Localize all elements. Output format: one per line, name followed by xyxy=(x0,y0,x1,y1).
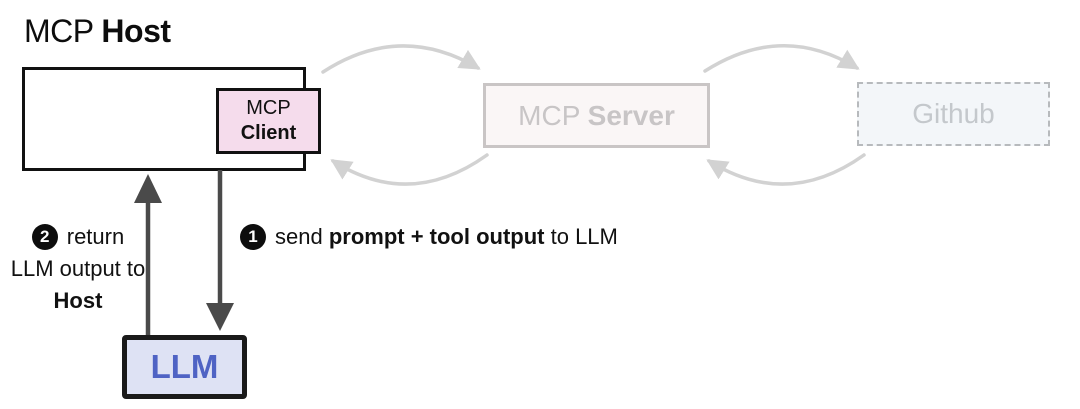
step1-text-pre: send xyxy=(275,224,329,249)
step2-line1-text: return xyxy=(66,224,125,249)
client-label-line1: MCP xyxy=(246,97,291,119)
step2-label: 2 return LLM output to Host xyxy=(0,221,156,317)
diagram-title: MCP Host xyxy=(24,13,171,50)
server-label-bold: Server xyxy=(587,99,675,131)
title-prefix: MCP xyxy=(24,13,102,49)
mcp-server-box: MCP Server xyxy=(483,83,710,148)
llm-to-host-arrowhead-icon xyxy=(134,174,162,203)
server-to-github-arrow-icon xyxy=(703,44,860,73)
llm-box: LLM xyxy=(122,335,247,399)
github-to-server-arrow-icon xyxy=(706,153,866,186)
client-to-llm-arrowhead-icon xyxy=(206,303,234,331)
client-to-server-arrow-icon xyxy=(321,44,481,74)
step2-line2-text: LLM output to xyxy=(10,256,146,281)
step2-line1: 2 return xyxy=(0,221,156,253)
step1-label: 1 send prompt + tool output to LLM xyxy=(240,224,618,250)
step1-text-bold: prompt + tool output xyxy=(328,224,545,249)
server-to-client-arrow-icon xyxy=(330,153,489,186)
title-bold: Host xyxy=(101,13,171,49)
github-label: Github xyxy=(912,98,995,129)
github-box: Github xyxy=(857,82,1050,146)
step1-text-post: to LLM xyxy=(544,224,618,249)
mcp-client-box: MCP Client xyxy=(216,88,321,154)
step1-number-badge: 1 xyxy=(240,224,266,250)
client-label-line2: Client xyxy=(240,122,297,144)
step2-line3-text: Host xyxy=(53,288,103,313)
step1-text: send prompt + tool output to LLM xyxy=(275,224,618,250)
step2-number-badge: 2 xyxy=(31,224,58,250)
llm-label: LLM xyxy=(150,348,219,385)
server-label-prefix: MCP xyxy=(518,99,588,131)
